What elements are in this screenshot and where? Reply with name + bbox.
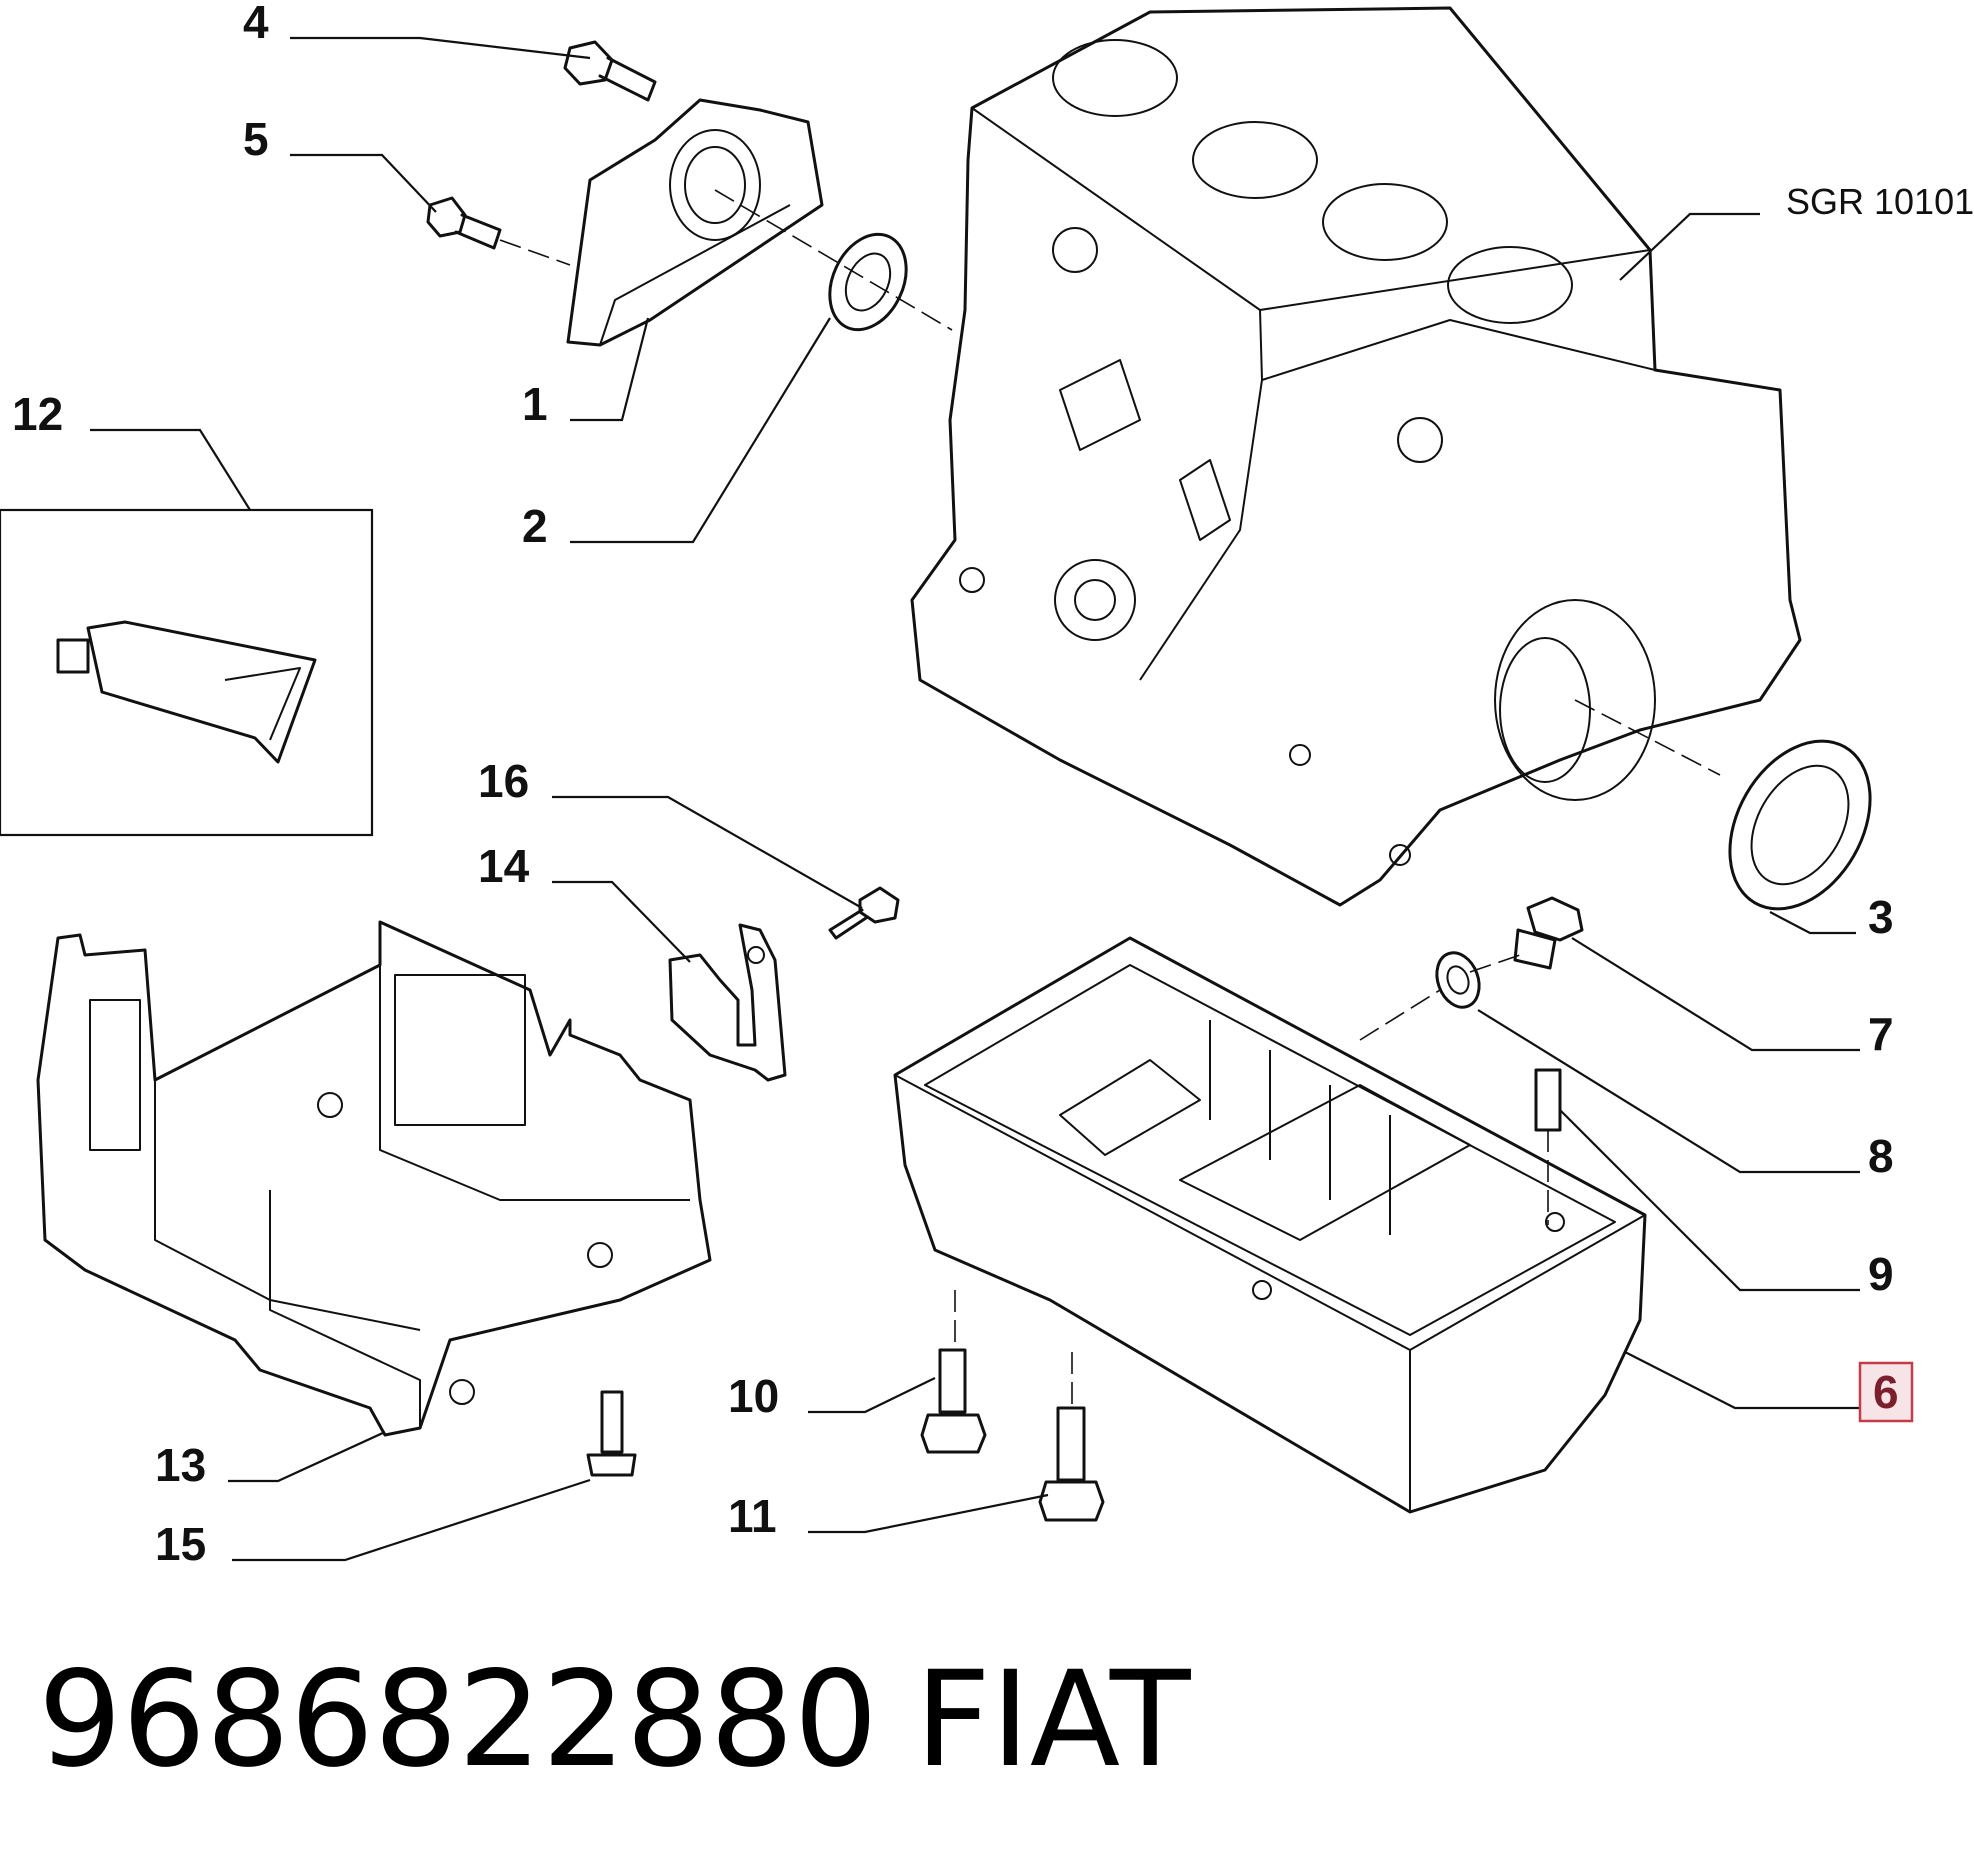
sealing-washer	[1435, 951, 1481, 1009]
bracket-14	[668, 923, 787, 1082]
callout-12: 12	[12, 388, 63, 440]
reference-label: SGR 10101	[1786, 181, 1974, 222]
callout-numbers: 4 5 1 2 12 16 14 3 7 8 9 10 11 13 15	[12, 0, 1894, 1570]
bolt-5	[426, 196, 502, 250]
engine-block	[910, 6, 1802, 907]
callout-5: 5	[243, 113, 269, 165]
callout-2: 2	[522, 500, 548, 552]
oil-seal-small	[828, 232, 908, 332]
part-number: 9686822880	[38, 1643, 878, 1797]
callout-15: 15	[155, 1518, 206, 1570]
bolt-4	[563, 40, 657, 102]
bolt-11	[1038, 1406, 1105, 1522]
rear-cover-plate	[566, 98, 824, 347]
bolt-10	[920, 1348, 987, 1454]
callout-14: 14	[478, 840, 530, 892]
dowel-pin	[1534, 1068, 1562, 1132]
callout-4: 4	[243, 0, 269, 48]
callout-1: 1	[522, 378, 548, 430]
callout-10: 10	[728, 1370, 779, 1422]
bolt-16	[828, 886, 900, 940]
callout-8: 8	[1868, 1130, 1894, 1182]
callout-11: 11	[728, 1490, 777, 1542]
leader-lines	[90, 36, 1860, 1562]
screw-15	[586, 1390, 637, 1477]
callout-6-highlighted[interactable]: 6	[1858, 1361, 1914, 1423]
callout-16: 16	[478, 755, 529, 807]
callout-13: 13	[155, 1439, 206, 1491]
drain-plug	[1513, 896, 1584, 970]
brand-name: FIAT	[915, 1643, 1192, 1797]
assembly-axes	[499, 189, 1721, 1408]
engine-undershield	[36, 920, 712, 1437]
callout-3: 3	[1868, 891, 1894, 943]
sealant-tube-box	[0, 508, 374, 837]
callout-6: 6	[1873, 1366, 1899, 1418]
oil-pan	[893, 936, 1647, 1514]
callout-7: 7	[1868, 1008, 1894, 1060]
callout-9: 9	[1868, 1248, 1894, 1300]
oil-seal-large	[1728, 739, 1872, 911]
